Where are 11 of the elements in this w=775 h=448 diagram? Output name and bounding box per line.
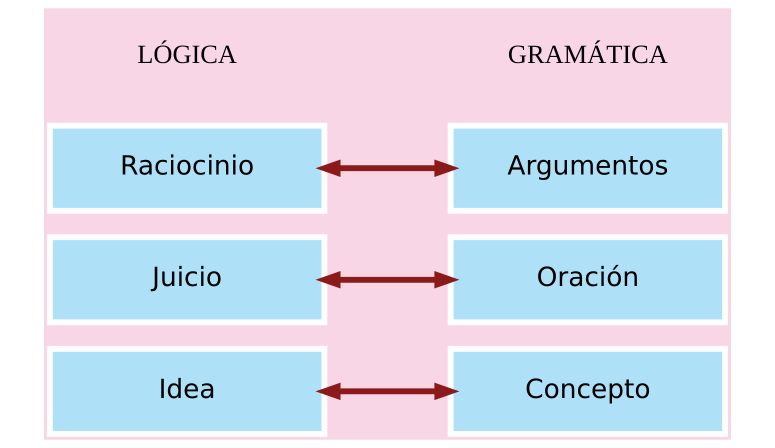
label: LÓGICA: [137, 39, 237, 70]
node-box: Argumentos: [448, 122, 728, 214]
arrow: [316, 382, 460, 400]
node-box: Juicio: [46, 234, 328, 326]
node-box: Oración: [448, 234, 728, 326]
node-box: Raciocinio: [46, 122, 328, 214]
node-box: Idea: [46, 346, 328, 437]
node-box: Concepto: [448, 346, 728, 437]
label: GRAMÁTICA: [508, 39, 668, 70]
arrow: [316, 159, 460, 177]
arrow: [316, 271, 460, 289]
